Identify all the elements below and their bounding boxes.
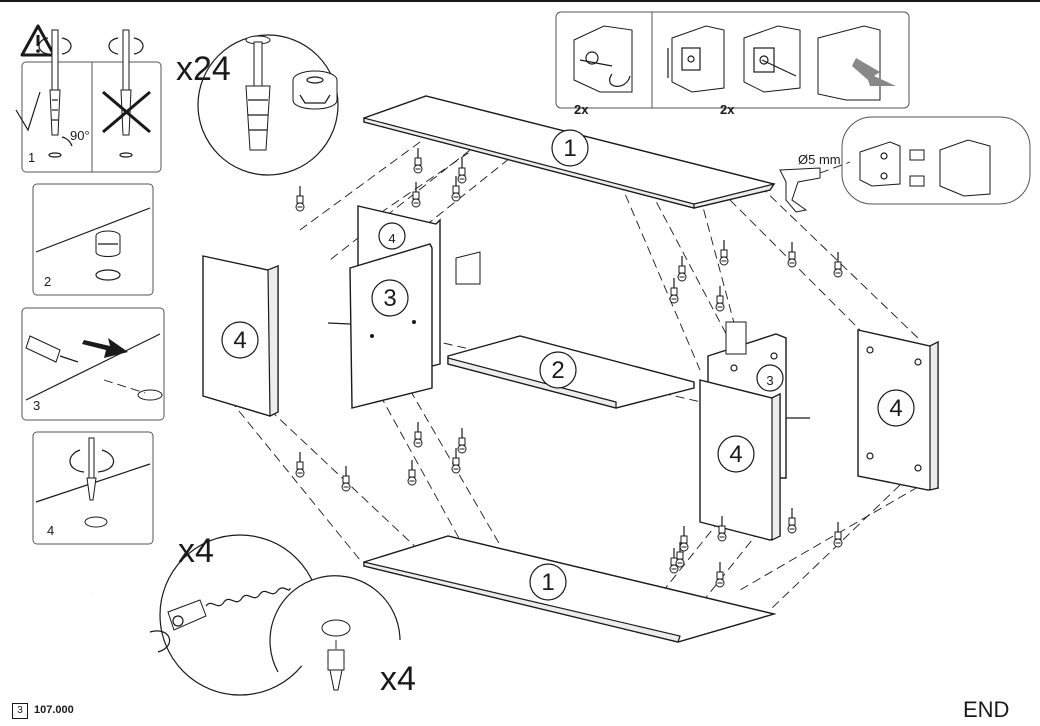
left-divider-label: 3	[383, 285, 396, 312]
drill-spec: Ø5 mm	[798, 152, 841, 167]
wrench-screw-quantity: x4	[178, 532, 214, 570]
right-inner-side-label: 4	[729, 441, 742, 468]
step-3-panel: 3	[21, 307, 165, 421]
step-4-number: 4	[47, 523, 54, 538]
step-1-panel: 90° 1	[15, 24, 162, 173]
right-outer-side-label: 4	[889, 395, 902, 422]
end-label: END	[963, 697, 1010, 722]
top-panel: 1	[363, 95, 776, 209]
feet-detail: x4	[269, 575, 416, 698]
bracket-pair-right-quantity: 2x	[720, 102, 735, 117]
cross-out-icon	[102, 29, 151, 158]
left-inner-side-label: 4	[388, 231, 395, 246]
allen-key-icon	[91, 582, 161, 655]
right-divider-label: 3	[766, 373, 773, 388]
step-4-panel: 4	[32, 431, 154, 545]
left-outer-side-label: 4	[233, 327, 246, 354]
check-mark-icon	[15, 91, 41, 132]
warning-icon	[20, 24, 56, 57]
rotate-arrow-icon	[69, 449, 115, 473]
right-inner-side-panel: 4	[699, 379, 781, 541]
drill-detail-panel: Ø5 mm	[779, 116, 1031, 213]
drill-icon	[779, 161, 851, 213]
document-code: 107.000	[34, 704, 74, 716]
step-2-number: 2	[44, 274, 51, 289]
push-arrow-icon	[82, 338, 128, 358]
bottom-panel-label: 1	[541, 569, 554, 596]
step-2-panel: 2	[32, 183, 154, 296]
feet-quantity: x4	[380, 660, 416, 698]
step-1-number: 1	[28, 150, 35, 165]
top-panel-label: 1	[563, 135, 576, 162]
bracket-detail-panel: 2x 2x	[555, 11, 910, 117]
screwdriver-icon	[38, 29, 72, 158]
left-outer-side-panel: 4	[202, 255, 279, 417]
cam-bolt-detail: x24	[176, 34, 339, 176]
bottom-panel: 1	[363, 535, 777, 643]
right-outer-side-panel: 4	[857, 329, 939, 491]
left-divider-panel: 3	[327, 243, 433, 409]
shelf-panel: 2	[447, 335, 695, 409]
step-3-number: 3	[33, 398, 40, 413]
cam-bolt-quantity: x24	[176, 50, 231, 88]
bracket-pair-left-quantity: 2x	[574, 102, 589, 117]
page-number: 3	[12, 703, 28, 719]
shelf-label: 2	[551, 357, 564, 384]
step-1-angle: 90°	[70, 128, 90, 143]
